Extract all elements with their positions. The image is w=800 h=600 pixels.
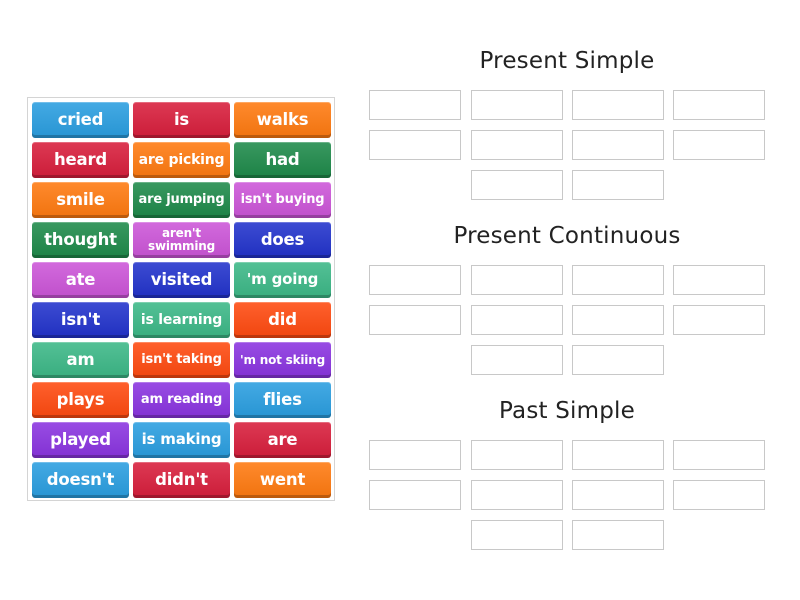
drop-slot[interactable] (471, 345, 563, 375)
word-tile[interactable]: are picking (133, 142, 230, 178)
drop-slot[interactable] (572, 170, 664, 200)
drop-slot[interactable] (572, 305, 664, 335)
drop-slot[interactable] (673, 130, 765, 160)
group-title-present-simple: Present Simple (479, 48, 655, 74)
word-tile[interactable]: are jumping (133, 182, 230, 218)
word-tile[interactable]: isn't (32, 302, 129, 338)
word-tile[interactable]: isn't buying (234, 182, 331, 218)
word-tile[interactable]: am (32, 342, 129, 378)
drop-slot[interactable] (369, 480, 461, 510)
drop-slot[interactable] (673, 265, 765, 295)
drop-slot[interactable] (369, 265, 461, 295)
drop-slot[interactable] (572, 520, 664, 550)
word-tile[interactable]: had (234, 142, 331, 178)
drop-slot[interactable] (572, 265, 664, 295)
drop-slot[interactable] (673, 440, 765, 470)
group-title-present-continuous: Present Continuous (453, 223, 681, 249)
word-tile[interactable]: smile (32, 182, 129, 218)
word-tile[interactable]: doesn't (32, 462, 129, 498)
word-tile[interactable]: does (234, 222, 331, 258)
drop-slot[interactable] (673, 305, 765, 335)
drop-slot[interactable] (369, 130, 461, 160)
drop-slot[interactable] (471, 480, 563, 510)
drop-slot[interactable] (673, 480, 765, 510)
word-tile[interactable]: isn't taking (133, 342, 230, 378)
drop-slot[interactable] (673, 90, 765, 120)
word-tile[interactable]: cried (32, 102, 129, 138)
word-tile[interactable]: went (234, 462, 331, 498)
drop-slot[interactable] (572, 90, 664, 120)
drop-slot[interactable] (471, 520, 563, 550)
word-tile[interactable]: played (32, 422, 129, 458)
drop-slot[interactable] (471, 130, 563, 160)
drop-slot[interactable] (572, 480, 664, 510)
word-tile[interactable]: walks (234, 102, 331, 138)
word-tile[interactable]: is learning (133, 302, 230, 338)
word-tile[interactable]: 'm not skiing (234, 342, 331, 378)
drop-slot[interactable] (369, 305, 461, 335)
word-tile[interactable]: did (234, 302, 331, 338)
word-tile[interactable]: visited (133, 262, 230, 298)
drop-slot[interactable] (471, 305, 563, 335)
word-tile[interactable]: ate (32, 262, 129, 298)
drop-slot[interactable] (572, 130, 664, 160)
drop-slot[interactable] (369, 440, 461, 470)
word-tile[interactable]: 'm going (234, 262, 331, 298)
word-tile[interactable]: am reading (133, 382, 230, 418)
word-tile[interactable]: thought (32, 222, 129, 258)
word-tile[interactable]: flies (234, 382, 331, 418)
word-tile[interactable]: plays (32, 382, 129, 418)
group-title-past-simple: Past Simple (499, 398, 635, 424)
drop-slot[interactable] (572, 345, 664, 375)
word-tile[interactable]: didn't (133, 462, 230, 498)
drop-slot[interactable] (572, 440, 664, 470)
drop-slot[interactable] (471, 265, 563, 295)
word-tile[interactable]: is making (133, 422, 230, 458)
word-tile[interactable]: is (133, 102, 230, 138)
word-tile[interactable]: heard (32, 142, 129, 178)
word-tile[interactable]: aren't swimming (133, 222, 230, 258)
drop-slot[interactable] (471, 170, 563, 200)
drop-slot[interactable] (471, 440, 563, 470)
drop-slot[interactable] (369, 90, 461, 120)
word-tile[interactable]: are (234, 422, 331, 458)
drop-slot[interactable] (471, 90, 563, 120)
